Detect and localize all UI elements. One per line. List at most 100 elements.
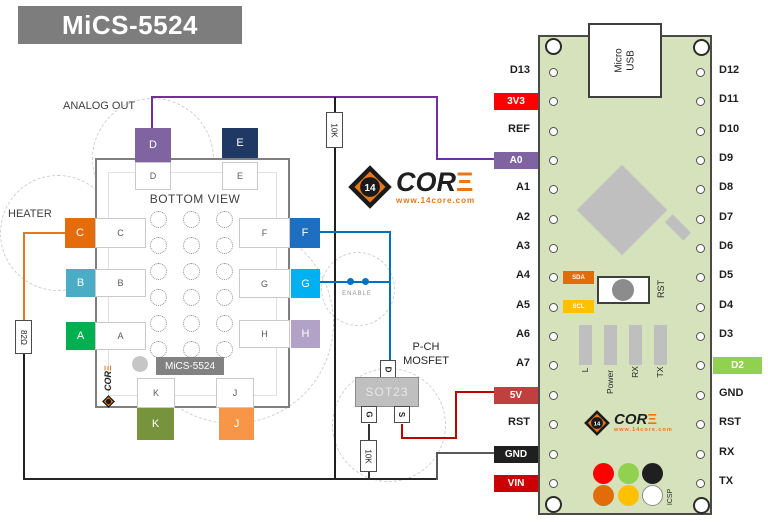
pin-hole-left-5V — [548, 390, 558, 400]
icsp-led-3 — [592, 484, 614, 506]
sensor-inner-f: F — [239, 218, 290, 248]
sensor-inner-e: E — [222, 162, 258, 190]
icsp-led-0 — [592, 462, 614, 484]
pin-label-RST: RST — [719, 416, 741, 428]
pin-hole-left-RST — [548, 419, 558, 429]
sensor-corner-logo: CORΞ — [98, 352, 118, 408]
pin-hole-right-D9 — [695, 155, 705, 165]
pin-label-A5: A5 — [515, 299, 530, 311]
wire-analog-drop-d — [151, 96, 153, 129]
enable-jumper-dot-2 — [362, 278, 369, 285]
pin-hole-right-GND — [695, 390, 705, 400]
sensor-pad-circle — [215, 236, 233, 254]
pin-hole-right-D3 — [695, 331, 705, 341]
svg-text:14: 14 — [364, 183, 376, 194]
icsp-label: ICSP — [667, 488, 674, 506]
pin-label-A4: A4 — [515, 269, 530, 281]
led-bar-label-L: L — [579, 367, 590, 373]
resistor-heater: 82Ω — [15, 320, 32, 354]
pin-label-D3: D3 — [719, 328, 734, 340]
pin-hole-right-RST — [695, 419, 705, 429]
pin-hole-left-A2 — [548, 214, 558, 224]
svg-text:14: 14 — [594, 421, 601, 427]
reset-button-cap[interactable] — [612, 279, 634, 301]
sensor-pad-circle — [182, 314, 200, 332]
pin-label-A1: A1 — [515, 181, 530, 193]
led-bar-label-Power: Power — [604, 369, 615, 395]
sensor-pad-circle — [149, 262, 167, 280]
pin-label-D5: D5 — [719, 269, 734, 281]
led-bar-TX — [654, 325, 667, 365]
ground-rail — [23, 478, 438, 480]
sda-tag: SDA — [563, 271, 594, 284]
pin-hole-left-3V3 — [548, 96, 558, 106]
resistor-gate: 10K — [360, 440, 377, 472]
wire-f-v — [389, 231, 391, 370]
icsp-led-4 — [617, 484, 639, 506]
pin-hole-left-VIN — [548, 478, 558, 488]
sensor-pad-circle — [215, 314, 233, 332]
logo-core-text: CORΞ — [396, 167, 474, 197]
sensor-pad-circle — [149, 340, 167, 358]
wire-source-v1 — [401, 424, 403, 439]
wire-source-v2 — [455, 392, 457, 439]
sensor-pad-circle — [215, 288, 233, 306]
sensor-pad-circle — [149, 236, 167, 254]
mounting-hole-1 — [692, 38, 710, 56]
enable-label: ENABLE — [342, 291, 372, 297]
led-bar-Power — [604, 325, 617, 365]
wire-g-h — [320, 281, 391, 283]
pin-label-RX: RX — [719, 446, 735, 458]
mosfet-label: P-CH MOSFET — [403, 341, 449, 367]
core-logo-icon — [101, 395, 115, 408]
sensor-pad-b: B — [66, 269, 95, 297]
pin-label-VIN: VIN — [494, 474, 538, 492]
wire-analog-drop-a0 — [436, 96, 438, 160]
core-logo-icon: 14 — [348, 165, 392, 209]
pin-hole-right-D6 — [695, 243, 705, 253]
heater-label: HEATER — [8, 208, 52, 220]
board-logo: 14 CORΞ www.14core.com — [584, 410, 673, 436]
sensor-pad-circle — [182, 288, 200, 306]
pin-hole-right-D11 — [695, 96, 705, 106]
pin-hole-right-D4 — [695, 302, 705, 312]
pin-hole-right-D2 — [695, 360, 705, 370]
micro-usb-connector: Micro USB — [588, 23, 662, 98]
sensor-inner-g: G — [239, 269, 290, 298]
mounting-hole-3 — [692, 496, 710, 514]
pin-label-D2: D2 — [713, 356, 762, 374]
wire-gnd-v — [436, 452, 438, 480]
sensor-inner-c: C — [95, 218, 146, 248]
led-bar-label-TX: TX — [654, 366, 665, 378]
pin-hole-left-A0 — [548, 155, 558, 165]
pin-hole-left-GND — [548, 449, 558, 459]
analog-out-label: ANALOG OUT — [63, 100, 136, 112]
pin-hole-right-D8 — [695, 184, 705, 194]
icsp-led-2 — [641, 462, 663, 484]
sensor-index-dot — [132, 356, 148, 372]
scl-tag: SCL — [563, 300, 594, 313]
sensor-pad-h: H — [291, 320, 320, 348]
icsp-led-5 — [641, 484, 663, 506]
led-bar-RX — [629, 325, 642, 365]
page-title-box: MiCS-5524 — [18, 6, 242, 44]
pin-hole-right-D5 — [695, 272, 705, 282]
pin-label-GND: GND — [494, 445, 538, 463]
pin-hole-right-RX — [695, 449, 705, 459]
pin-hole-right-D7 — [695, 214, 705, 224]
sensor-pad-circle — [215, 210, 233, 228]
logo-url: www.14core.com — [396, 196, 476, 205]
sensor-pad-d: D — [135, 128, 171, 162]
pin-label-RST: RST — [508, 416, 530, 428]
sensor-pad-f: F — [290, 218, 320, 248]
sensor-pad-circle — [149, 314, 167, 332]
wire-analog-top — [151, 96, 438, 98]
sensor-pad-circle — [215, 262, 233, 280]
pin-label-3V3: 3V3 — [494, 92, 538, 110]
pin-label-REF: REF — [508, 123, 530, 135]
pin-label-5V: 5V — [494, 386, 538, 404]
pin-label-TX: TX — [719, 475, 734, 487]
sensor-pad-circle — [149, 210, 167, 228]
sensor-inner-j: J — [216, 378, 254, 408]
